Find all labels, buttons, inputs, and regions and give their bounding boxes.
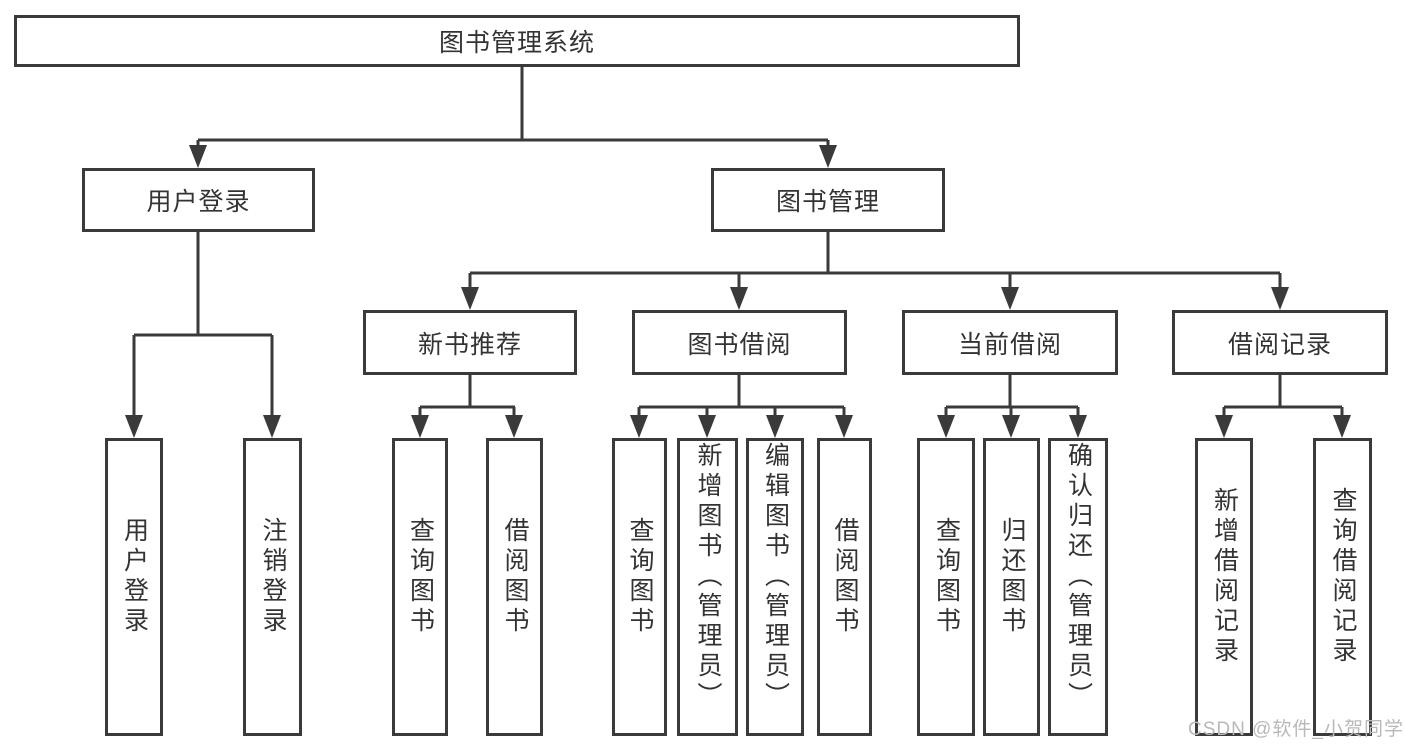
leaf-query-books-recommend: 查询图书 <box>392 438 448 736</box>
leaf-borrow-books: 借阅图书 <box>817 438 872 736</box>
leaf-label: 用户登录 <box>120 517 149 637</box>
connector-line <box>773 407 777 417</box>
arrow-down-icon <box>1333 415 1351 438</box>
leaf-label: 归还图书 <box>998 517 1026 637</box>
arrow-down-icon <box>461 287 479 310</box>
arrow-down-icon <box>698 415 716 438</box>
leaf-user-login: 用户登录 <box>105 438 163 736</box>
connector-line <box>270 335 274 418</box>
connector-line <box>132 335 136 418</box>
connector-line <box>1009 407 1013 417</box>
connector-line <box>826 232 830 273</box>
connector-line <box>1008 375 1012 407</box>
connector-line <box>470 271 1280 275</box>
connector-line <box>944 407 948 417</box>
leaf-add-book-admin: 新增图书（管理员） <box>677 438 738 736</box>
leaf-label: 注销登录 <box>259 517 287 637</box>
csdn-watermark: CSDN @软件_小贺同学 <box>1188 719 1404 740</box>
node-user-login: 用户登录 <box>82 168 315 232</box>
connector-line <box>418 407 422 417</box>
arrow-down-icon <box>263 415 281 438</box>
connector-line <box>1076 407 1080 417</box>
arrow-down-icon <box>766 415 784 438</box>
arrow-down-icon <box>819 145 837 168</box>
node-book-borrowing: 图书借阅 <box>632 310 847 375</box>
connector-line <box>639 405 844 409</box>
arrow-down-icon <box>1271 287 1289 310</box>
connector-line <box>468 273 472 289</box>
leaf-query-books-borrowing: 查询图书 <box>612 438 667 736</box>
connector-line <box>842 407 846 417</box>
leaf-label: 新增借阅记录 <box>1210 487 1239 667</box>
leaf-label: 编辑图书（管理员） <box>761 442 790 712</box>
connector-line <box>737 273 741 289</box>
connector-line <box>826 140 830 148</box>
connector-line <box>196 140 200 148</box>
leaf-label: 查询借阅记录 <box>1329 487 1357 667</box>
leaf-query-books-current: 查询图书 <box>917 438 975 736</box>
connector-line <box>468 375 472 407</box>
connector-line <box>705 407 709 417</box>
arrow-down-icon <box>411 415 429 438</box>
connector-line <box>737 375 741 407</box>
leaf-add-borrow-record: 新增借阅记录 <box>1195 438 1253 736</box>
leaf-edit-book-admin: 编辑图书（管理员） <box>746 438 804 736</box>
leaf-label: 查询图书 <box>626 517 654 637</box>
arrow-down-icon <box>1002 415 1020 438</box>
connector-line <box>1278 273 1282 289</box>
connector-line <box>196 232 200 335</box>
connector-line <box>1008 273 1012 289</box>
arrow-down-icon <box>730 287 748 310</box>
leaf-label: 查询图书 <box>932 517 961 637</box>
node-new-book-recommendation: 新书推荐 <box>363 310 577 375</box>
connector-line <box>134 333 272 337</box>
arrow-down-icon <box>125 415 143 438</box>
arrow-down-icon <box>937 415 955 438</box>
arrow-down-icon <box>630 415 648 438</box>
arrow-down-icon <box>1215 415 1233 438</box>
leaf-logout: 注销登录 <box>243 438 302 736</box>
arrow-down-icon <box>1001 287 1019 310</box>
connector-line <box>1278 375 1282 407</box>
leaf-label: 新增图书（管理员） <box>694 442 722 712</box>
connector-line <box>198 138 828 142</box>
leaf-label: 查询图书 <box>406 517 435 637</box>
leaf-label: 借阅图书 <box>501 517 529 637</box>
connector-line <box>1224 405 1342 409</box>
connector-line <box>1340 407 1344 417</box>
connector-line <box>520 67 524 140</box>
leaf-return-book: 归还图书 <box>983 438 1040 736</box>
node-book-management: 图书管理 <box>711 168 945 232</box>
node-system-root: 图书管理系统 <box>14 15 1020 67</box>
leaf-confirm-return-admin: 确认归还（管理员） <box>1048 438 1108 736</box>
connector-line <box>1222 407 1226 417</box>
arrow-down-icon <box>835 415 853 438</box>
connector-line <box>637 407 641 417</box>
arrow-down-icon <box>1069 415 1087 438</box>
arrow-down-icon <box>189 145 207 168</box>
arrow-down-icon <box>505 415 523 438</box>
connector-line <box>512 407 516 417</box>
leaf-label: 借阅图书 <box>831 517 859 637</box>
leaf-borrow-books-recommend: 借阅图书 <box>486 438 543 736</box>
connector-line <box>420 405 515 409</box>
leaf-query-borrow-record: 查询借阅记录 <box>1313 438 1372 736</box>
node-borrowing-records: 借阅记录 <box>1172 310 1388 375</box>
leaf-label: 确认归还（管理员） <box>1064 442 1093 712</box>
node-current-borrowing: 当前借阅 <box>902 310 1118 375</box>
